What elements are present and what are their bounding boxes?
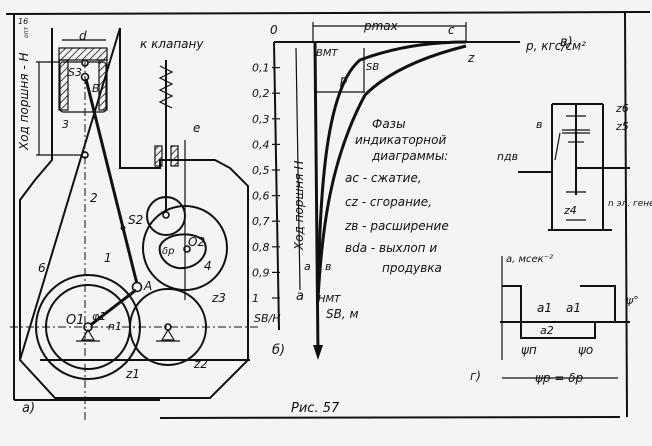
y-tick-label: 0,8 [252,241,270,254]
bdc-label: НМТ [318,294,341,305]
link-label-s2: S2 [128,213,143,227]
point-label-z: z [467,51,475,65]
piston-diameter-label: d [79,29,87,43]
sb-h-axis [273,41,280,331]
panel-a-label: а) [22,401,35,416]
shaft-label-4: 4 [204,259,212,273]
sb-axis [313,41,320,356]
panel-g-acceleration: a, мсек⁻² ψ° a1 a1 a2 ψп ψо ψр = δр г) [470,254,639,385]
origin-label: 0 [270,23,278,37]
y-tick-label: 0,2 [252,87,270,100]
legend-item-ac: ac - сжатие, [345,171,422,185]
y-tick-label: 0,3 [252,113,270,126]
page-marker: 16 [18,17,28,26]
axis-ratio-label: SB/H [254,312,281,325]
panel-g-label: г) [470,369,481,383]
link-label-2: 2 [90,191,98,205]
piston-label-3: 3 [62,118,69,131]
y-tick-label: 0,7 [252,215,270,228]
point-label-c: c [448,23,455,37]
legend-item-vda-cont: продувка [382,261,442,275]
page-frame: 16 [5,11,651,419]
y-tick-labels: 0,1 0,2 0,3 0,4 0,5 0,6 0,7 0,8 0,9 1 [252,62,280,305]
piston-label-s3: S3 [68,66,82,79]
y-tick-label: 1 [252,292,259,305]
point-label-a: a [296,289,304,304]
generator-speed-label: n эл. генер. [608,199,652,209]
phase-legend: Фазы индикаторной диаграммы: ac - сжатие… [344,117,449,275]
point-label-v: в [325,260,331,273]
piston-stroke-unit: опт [23,26,30,38]
interval-label-psi-o: ψо [578,343,593,357]
compression-curve [316,40,467,299]
level-label-a1-right: a1 [566,301,581,315]
piston-stroke-axis-label: Ход поршня - H [17,52,31,151]
shaft-label-phi1: φ1 [92,310,106,323]
link-label-1: 1 [104,251,112,265]
y-tick-label: 0,6 [252,190,270,203]
panel-b-indicator-diagram: 0 0,1 0,2 0,3 0,4 0,5 0,6 0,7 0,8 0,9 1 Ход поршн… [252,19,586,360]
offset-label-e: e [193,121,200,135]
shaft-label-delta-p: δp [162,246,174,257]
engine-speed-label: nдв [497,150,518,163]
tdc-label: ВМТ [316,48,338,59]
panel-b-label: б) [272,343,285,358]
gear-label-z4: z4 [563,204,577,217]
level-label-a2: a2 [540,324,554,337]
to-valve-label: к клапану [140,37,204,51]
legend-item-vda: вda - выхлоп и [345,241,437,255]
gear-label-z5: z5 [615,120,629,133]
panel-v-gear-train: в) z6 z5 z4 в nдв n эл. генер. [497,35,652,231]
gear-label-z3: z3 [211,291,226,305]
figure-caption: Рис. 57 [291,401,340,416]
axis-x-end-label: p, кгс/см² [525,39,586,53]
point-label-sb: SB [366,62,379,73]
engine-housing [18,27,249,399]
level-label-a1-left: a1 [537,301,552,315]
point-label-a-small: a [304,260,311,273]
gear-label-z2: z2 [193,357,208,371]
axis-y-title: Ход поршня H [292,161,306,251]
panel-v-label: в) [560,35,573,50]
carrier-label: в [536,118,542,131]
gear-label-z1: z1 [125,367,140,381]
y-tick-label: 0,1 [252,62,270,75]
axis-y-label: a, мсек⁻² [506,254,553,265]
crank [87,288,137,329]
cylinder: d S3 B 3 [58,29,108,131]
y-tick-label: 0,9 [252,266,270,279]
shaft-label-o1: O1 [66,313,85,328]
axis-down-label: SB, м [326,307,359,321]
link-label-a: A [143,279,152,293]
legend-title-1: Фазы [372,117,406,131]
cam-4 [158,233,207,270]
axis-x-label: ψ° [626,294,639,307]
panel-a-mechanism: d S3 B 3 Ход поршня - H опт 2 S2 A 1 6 [10,26,260,420]
legend-item-cz: cz - сгорание, [345,195,432,209]
legend-title-3: диаграммы: [371,149,448,163]
gear-label-z6: z6 [615,102,629,115]
legend-item-zv: zв - расширение [344,219,449,233]
valve-spring [158,65,174,109]
connecting-rod [84,78,140,289]
point-label-p: p [339,73,348,87]
pmax-label: pmax [363,19,399,33]
y-tick-label: 0,5 [252,164,270,177]
legend-title-2: индикаторной [355,133,446,147]
shaft-label-o2: O2 [188,235,205,249]
piston-label-b: B [92,82,100,95]
total-interval-label: ψр = δр [535,371,584,385]
shaft-label-n1: n1 [108,320,122,333]
expansion-curve [316,44,467,299]
interval-label-psi-p: ψп [521,343,537,357]
link-label-6: 6 [38,261,46,275]
y-tick-label: 0,4 [252,138,270,151]
